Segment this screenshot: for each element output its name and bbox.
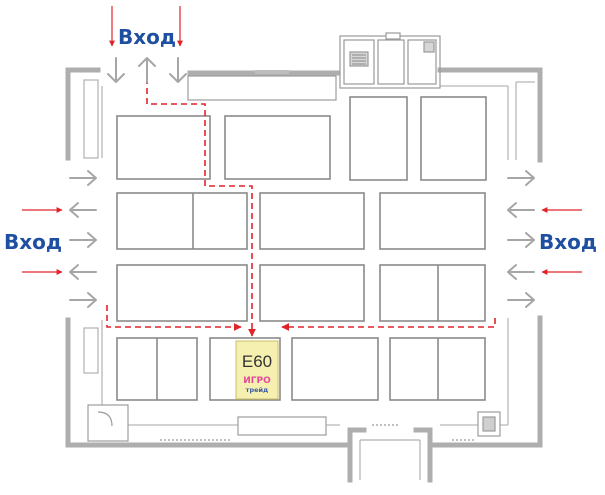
top-counter-inner [255, 70, 289, 74]
top-counter [187, 75, 337, 101]
stair-grid-2 [423, 41, 435, 53]
stand-r2-3 [379, 192, 486, 250]
bottom-vestibule [347, 427, 433, 483]
logo-word-top: ИГРО [243, 376, 271, 386]
outer-walls [65, 67, 543, 448]
right-arrow-5 [507, 292, 535, 308]
gray-arrows [69, 57, 535, 308]
stand-r2-2 [259, 192, 365, 250]
stand-r4-3 [291, 337, 379, 401]
stair-steps [352, 54, 366, 65]
top-arrow-down-left [107, 57, 125, 83]
route-from-right [281, 318, 496, 331]
stands [116, 96, 487, 401]
top-arrow-up [138, 57, 156, 83]
right-arrow-4 [507, 264, 535, 280]
stand-r2-1 [116, 192, 248, 250]
igrotrade-logo: ИГРО трейд [243, 376, 271, 394]
bottom-left-room-door [97, 411, 113, 427]
left-arrow-2 [69, 202, 97, 218]
bottom-counter [237, 416, 327, 436]
logo-word-bottom: трейд [246, 386, 269, 394]
left-arrow-1 [69, 170, 97, 186]
top-service-block [187, 70, 337, 101]
vestibule-inner-lines [359, 439, 421, 480]
right-arrow-2 [507, 202, 535, 218]
stand-r3-2 [259, 264, 365, 322]
route-path [106, 78, 496, 337]
left-arrow-5 [69, 292, 97, 308]
stand-r1-1 [116, 115, 211, 180]
right-arrow-3 [507, 232, 535, 248]
stand-r3-3 [379, 264, 486, 322]
vestibule-inner [359, 439, 421, 480]
booth-e60-code: E60 [242, 352, 272, 371]
stand-r1-4 [420, 96, 487, 181]
left-column-upper [83, 79, 99, 159]
right-corner-panel [515, 81, 535, 160]
stairwell-block [339, 32, 441, 89]
stand-r3-1 [116, 264, 248, 322]
stand-r1-2 [224, 115, 331, 180]
route-from-left [106, 305, 242, 331]
left-arrow-4 [69, 264, 97, 280]
route-from-top-entrance [146, 78, 256, 337]
stairwell-room-1 [343, 39, 375, 85]
entrance-label-top: Вход [118, 25, 176, 49]
left-column-lower [83, 327, 99, 374]
stair-door [385, 32, 401, 40]
entrance-arrows [22, 6, 582, 275]
right-arrow-1 [507, 170, 535, 186]
bottom-left-room [87, 404, 129, 442]
entrance-label-left: Вход [4, 230, 62, 254]
stand-r1-3 [349, 96, 408, 181]
left-arrow-3 [69, 232, 97, 248]
bottom-right-box-inner [482, 416, 496, 432]
entrance-label-right: Вход [539, 230, 597, 254]
bottom-service [87, 404, 501, 442]
booth-e60[interactable] [235, 340, 279, 400]
top-arrow-down-right [169, 57, 187, 83]
stairwell-room-3 [407, 39, 437, 85]
stairwell-room-2 [377, 39, 405, 85]
